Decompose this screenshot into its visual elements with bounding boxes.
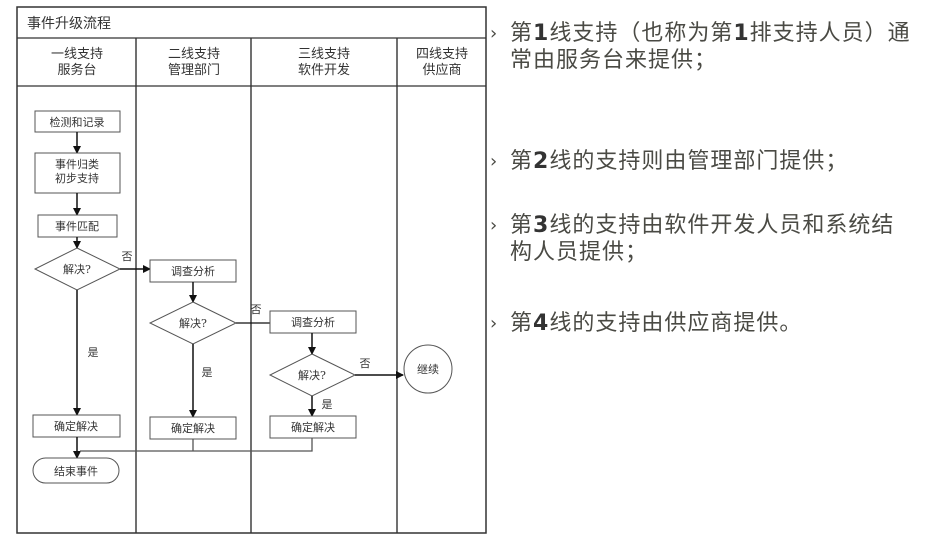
node-continue <box>403 344 453 394</box>
lane-1-subtitle: 服务台 <box>57 62 96 78</box>
decision-3-yes-label: 是 <box>322 398 333 411</box>
node-end-label: 结束事件 <box>54 465 98 478</box>
node-match-label: 事件匹配 <box>55 220 99 233</box>
bullet-marker-icon: › <box>490 23 499 44</box>
decision-2-label: 解决? <box>179 316 207 330</box>
node-resolve-3-label: 确定解决 <box>291 420 335 434</box>
node-resolve-2-label: 确定解决 <box>171 421 215 435</box>
bullet-text: 线的支持则由管理部门提供； <box>549 149 849 174</box>
lane-4-title: 四线支持 <box>416 47 468 62</box>
bullet-text: 排支持人员）通常由服务台来提供； <box>510 21 911 73</box>
bullet-number: 1 <box>533 21 550 46</box>
lane-2-subtitle: 管理部门 <box>168 63 220 78</box>
bullet-number: 1 <box>733 21 750 46</box>
node-investigate-3 <box>269 310 357 334</box>
bullet-number: 3 <box>533 213 550 238</box>
node-investigate-3-label: 调查分析 <box>291 315 335 329</box>
node-classify-label-2: 初步支持 <box>55 171 99 185</box>
node-investigate-2-label: 调查分析 <box>171 264 215 278</box>
bullet-marker-icon: › <box>490 215 499 236</box>
lane-3-subtitle: 软件开发 <box>298 62 350 78</box>
node-classify <box>34 152 121 194</box>
bullet-text: 线支持（也称为第 <box>549 21 734 46</box>
bullet-line-4: › 第4线的支持由供应商提供。 <box>488 310 930 337</box>
bullet-text: 第 <box>510 213 534 238</box>
bullet-text: 线的支持由软件开发人员和系统结构人员提供； <box>510 213 895 265</box>
diagram-title: 事件升级流程 <box>27 16 111 32</box>
bullet-line-2: › 第2线的支持则由管理部门提供； <box>488 148 930 175</box>
decision-3-no-label: 否 <box>360 357 371 370</box>
escalation-flowchart: 事件升级流程 一线支持 服务台 二线支持 管理部门 三线支持 软件开发 四线支持… <box>16 6 487 534</box>
bullet-text: 第 <box>510 311 534 336</box>
node-end <box>32 457 120 484</box>
node-continue-label: 继续 <box>417 362 439 376</box>
node-resolve-1-label: 确定解决 <box>54 419 98 433</box>
node-classify-label-1: 事件归类 <box>55 157 99 171</box>
decision-3-label: 解决? <box>298 368 326 382</box>
return-line-3 <box>80 438 313 452</box>
bullet-text: 线的支持由供应商提供。 <box>549 311 803 336</box>
lane-1-title: 一线支持 <box>51 47 103 62</box>
bullet-marker-icon: › <box>490 313 499 334</box>
node-detect-label: 检测和记录 <box>50 115 105 129</box>
decision-1-label: 解决? <box>63 262 91 276</box>
decision-2-no-label: 否 <box>251 303 262 316</box>
decision-1-no-label: 否 <box>122 250 133 263</box>
bullet-text: 第 <box>510 149 534 174</box>
node-resolve-3 <box>269 415 357 439</box>
decision-1-yes-label: 是 <box>88 346 99 359</box>
lane-3-title: 三线支持 <box>298 47 350 62</box>
decision-2-yes-label: 是 <box>202 366 213 379</box>
bullet-marker-icon: › <box>490 151 499 172</box>
bullet-line-3: › 第3线的支持由软件开发人员和系统结构人员提供； <box>488 212 910 266</box>
bullet-text: 第 <box>510 21 534 46</box>
bullet-line-1: › 第1线支持（也称为第1排支持人员）通常由服务台来提供； <box>488 20 930 74</box>
lane-4-subtitle: 供应商 <box>422 62 461 78</box>
bullet-number: 4 <box>533 311 550 336</box>
lane-2-title: 二线支持 <box>168 47 220 62</box>
bullet-number: 2 <box>533 149 550 174</box>
